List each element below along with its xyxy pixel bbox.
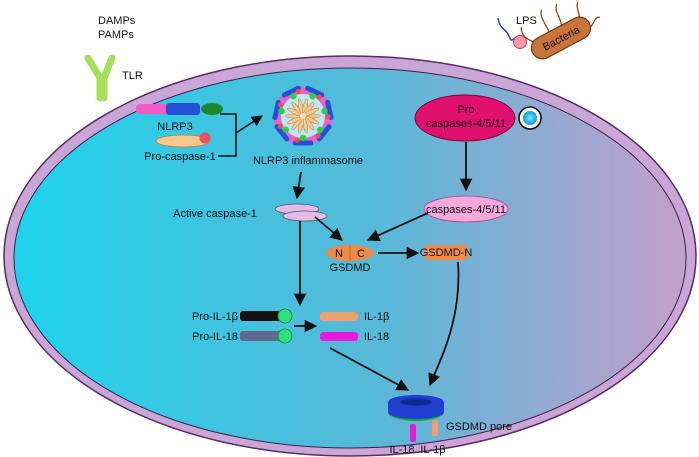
inflammasome-card-bead bbox=[294, 137, 300, 143]
arrow-caspases-to-gsdmd bbox=[366, 212, 429, 242]
inflammasome-pyd-bead bbox=[309, 92, 316, 100]
damps-label: DAMPs bbox=[98, 15, 136, 27]
caspases-4-5-11 bbox=[423, 195, 509, 223]
pro-il-18-label: Pro-IL-18 bbox=[192, 331, 238, 343]
inflammasome-nacht-segment bbox=[281, 85, 301, 98]
inflammasome-hub bbox=[300, 113, 306, 119]
gsdmd-protein bbox=[326, 245, 374, 261]
il-1b-released-label: IL-1β bbox=[420, 444, 445, 456]
nlrp3-label: NLRP3 bbox=[157, 121, 192, 133]
gsdmd-label: GSDMD bbox=[330, 262, 371, 274]
inflammasome-nacht-segment bbox=[316, 124, 332, 142]
pro-caspases-label-line1: Pro bbox=[457, 104, 474, 116]
inflammasome-card-bead bbox=[316, 94, 322, 100]
active-caspase-1-label: Active caspase-1 bbox=[173, 208, 257, 220]
nlrp3-inflammasome-label: NLRP3 inflammasome bbox=[253, 155, 363, 167]
il-1b-mature bbox=[320, 312, 358, 321]
il-18-label: IL-18 bbox=[364, 331, 389, 343]
lps-icon bbox=[497, 17, 527, 49]
inflammasome-pyd-bead bbox=[321, 107, 328, 115]
inflammasome-card-bead bbox=[277, 123, 283, 129]
inflammasome-card-bead bbox=[295, 88, 301, 95]
il-1b-label: IL-1β bbox=[364, 311, 389, 323]
bacteria-icon: Bacteria bbox=[520, 1, 601, 60]
pro-il-1b-label: Pro-IL-1β bbox=[192, 311, 238, 323]
pro-il-18-protein bbox=[240, 328, 293, 344]
inflammasome-pyd-bead bbox=[317, 126, 324, 133]
arrow-gsdmd-n-to-pore bbox=[428, 261, 460, 387]
tlr-label: TLR bbox=[122, 70, 143, 82]
gsdmd-c-term-label: C bbox=[357, 248, 365, 260]
gsdmd-n-fragment bbox=[424, 245, 468, 260]
pro-il-1b-protein bbox=[240, 308, 293, 324]
inflammasome-nacht-segment bbox=[274, 124, 290, 142]
lps-label: LPS bbox=[516, 15, 537, 27]
pamps-label: PAMPs bbox=[98, 29, 134, 41]
arrow-il-to-pore bbox=[329, 347, 410, 391]
inflammasome-pyd-bead bbox=[299, 134, 307, 142]
il-18-mature bbox=[320, 332, 358, 341]
gsdmd-pore-label: GSDMD pore bbox=[446, 421, 512, 433]
arrow-caspase1-to-gsdmd bbox=[314, 216, 343, 241]
gsdmd-n-label: GSDMD-N bbox=[420, 247, 473, 259]
inflammasome-card-bead bbox=[325, 114, 331, 120]
pro-caspases-label-line2: caspases-4/5/11 bbox=[426, 118, 506, 130]
gsdmd-pore bbox=[388, 395, 444, 442]
inflammasome-pyd-bead bbox=[278, 107, 285, 115]
inflammasome-nacht-segment bbox=[305, 85, 325, 98]
il-18-released-label: IL-18 bbox=[389, 444, 414, 456]
tlr-receptor bbox=[84, 54, 116, 102]
arrow-inflammasome-to-caspase1 bbox=[292, 171, 305, 200]
assembly-bracket bbox=[218, 113, 263, 157]
inflammasome-pyd-bead bbox=[290, 92, 297, 100]
inflammasome-pyd-bead bbox=[282, 126, 289, 133]
gsdmd-n-term-label: N bbox=[335, 248, 343, 260]
pro-caspase-1-label: Pro-caspase-1 bbox=[144, 151, 216, 163]
nlrp3-inflammasome-complex bbox=[272, 85, 334, 146]
inflammasome-nacht-segment bbox=[272, 99, 281, 121]
inflammasome-card-bead bbox=[315, 133, 321, 139]
nlrp3-protein bbox=[136, 103, 223, 115]
pro-caspase-1-protein bbox=[155, 132, 211, 148]
inflammasome-card-bead bbox=[278, 101, 284, 108]
pathway-arrows bbox=[292, 142, 473, 391]
caspases-4-5-11-label: caspases-4/5/11 bbox=[426, 204, 506, 216]
inflammasome-nacht-segment bbox=[325, 99, 334, 121]
pro-caspases-4-5-11 bbox=[414, 94, 542, 142]
